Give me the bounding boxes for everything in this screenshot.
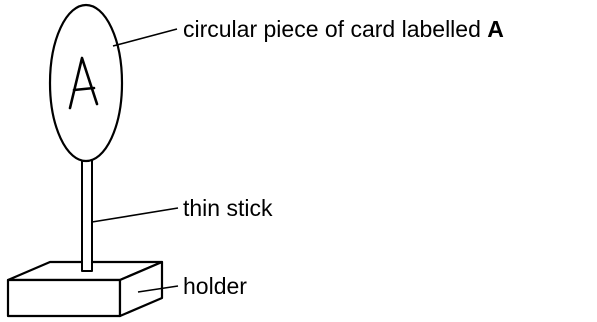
holder-leader-line [137, 285, 179, 293]
stick-label: thin stick [183, 195, 273, 221]
card-label-letter: A [487, 16, 504, 42]
holder-side-face [118, 260, 164, 318]
circular-card [48, 3, 124, 163]
card-label-prefix: circular piece of card labelled [183, 16, 487, 42]
card-leader-line [112, 28, 178, 47]
stick-leader-line [91, 207, 179, 223]
thin-stick [81, 159, 93, 272]
holder-block [6, 260, 164, 318]
card-letter-glyph [68, 56, 99, 110]
holder-front-face [6, 278, 122, 318]
holder-label: holder [183, 273, 247, 299]
card-label: circular piece of card labelled A [183, 16, 504, 42]
